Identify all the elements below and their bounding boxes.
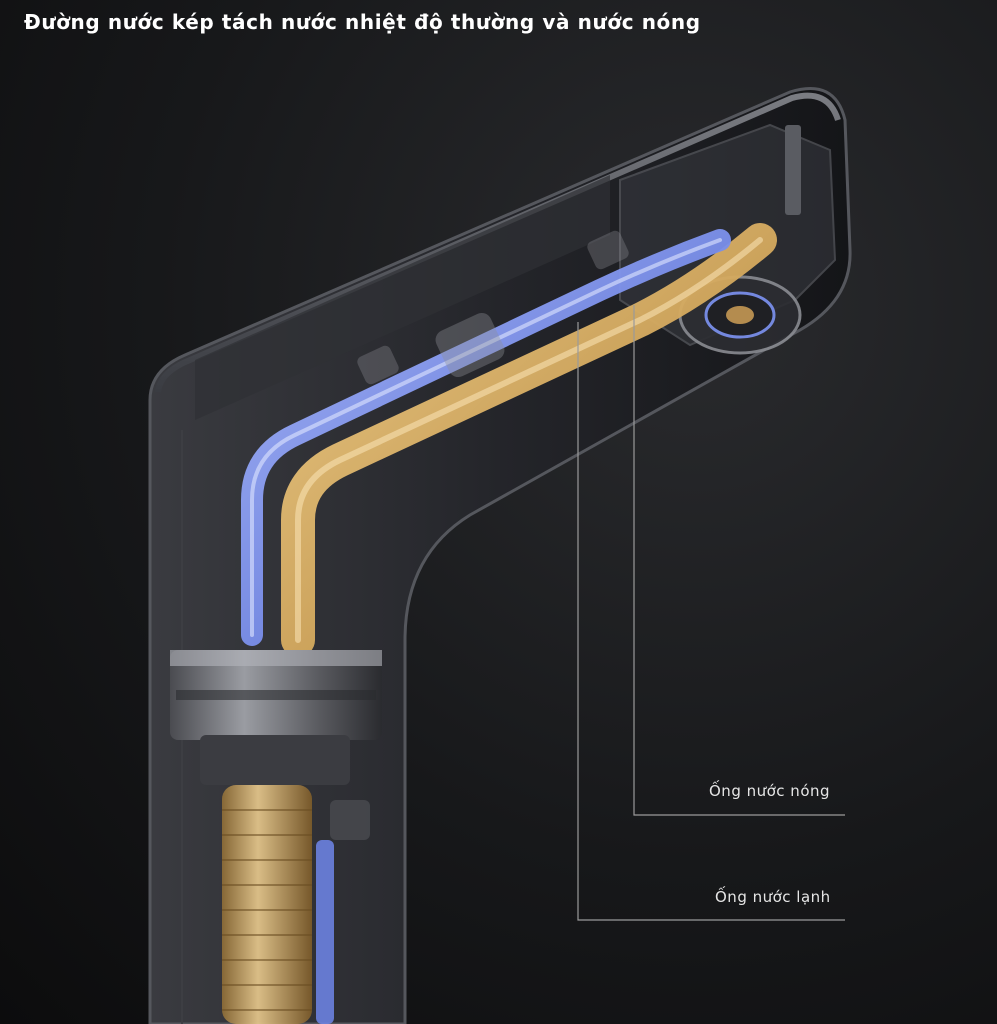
cold-pipe-leader-line <box>577 322 845 921</box>
hot-pipe-leader-line <box>633 305 845 816</box>
page-title: Đường nước kép tách nước nhiệt độ thường… <box>24 10 701 34</box>
hot-pipe-label: Ống nước nóng <box>709 782 831 800</box>
valve-collar <box>170 650 382 785</box>
cold-pipe-label: Ống nước lạnh <box>715 888 831 906</box>
pipe-coupling <box>357 230 629 385</box>
filter-cartridge <box>222 785 370 1024</box>
